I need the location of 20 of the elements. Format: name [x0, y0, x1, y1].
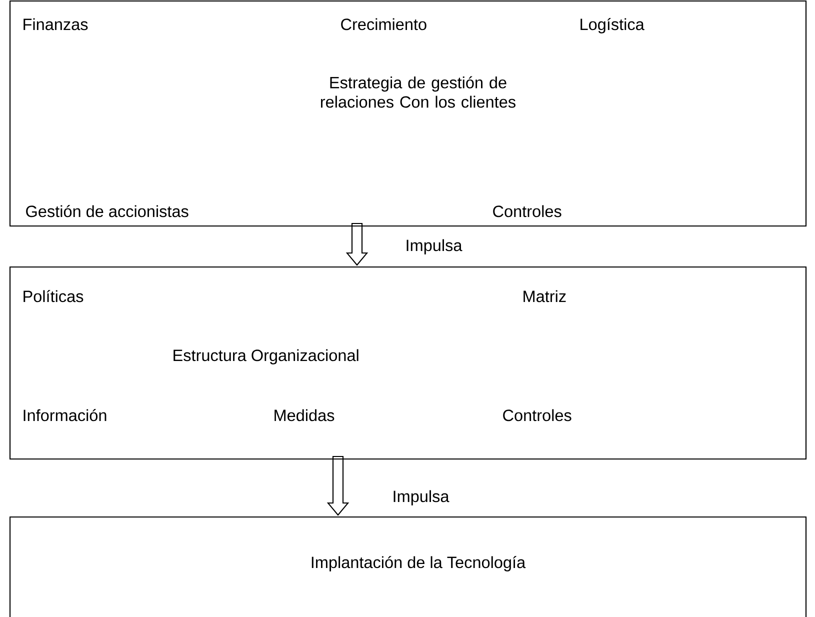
box-text: Estrategia de gestión de relaciones Con los clientes: [321, 76, 516, 108]
box-text: Gestión de accionistas: [26, 205, 188, 218]
content-box: [9, 516, 807, 617]
box-text: Controles: [493, 205, 562, 218]
box-text: Políticas: [24, 290, 84, 302]
box-text: Matriz: [524, 290, 566, 302]
block-arrow: [326, 456, 350, 516]
content-box: [9, 0, 807, 227]
box-text: Logística: [580, 18, 644, 34]
edge-label: Impulsa: [406, 239, 462, 254]
box-text: Controles: [503, 409, 572, 422]
box-text: Estructura Organizacional: [174, 349, 358, 364]
content-box: [9, 266, 807, 460]
block-arrow: [346, 223, 368, 266]
box-text: Finanzas: [24, 18, 88, 30]
box-text: Medidas: [274, 409, 334, 422]
box-text: Crecimiento: [341, 18, 426, 30]
edge-label: Impulsa: [394, 490, 450, 506]
box-text: Implantación de la Tecnología: [312, 556, 526, 572]
box-text: Información: [24, 409, 106, 422]
